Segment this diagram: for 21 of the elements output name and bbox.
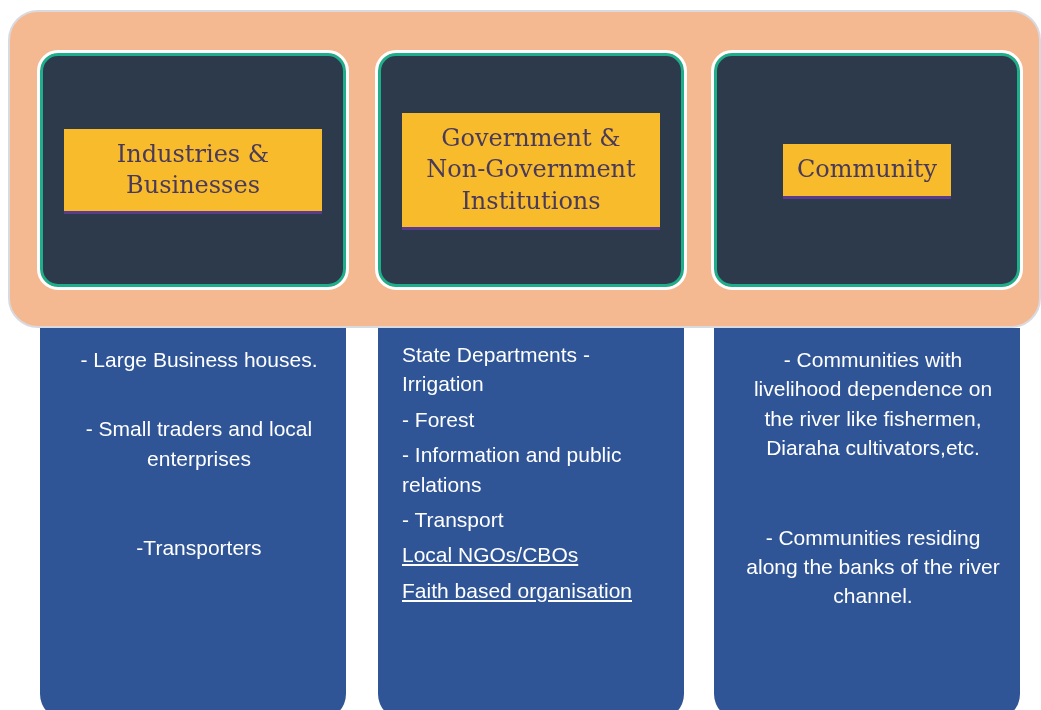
stakeholder-card xyxy=(714,328,1020,710)
title-panel xyxy=(714,53,1020,287)
list-item: - Forest xyxy=(402,406,476,433)
title-panel xyxy=(378,53,684,287)
banner-label: Industries & Businesses xyxy=(64,128,322,212)
list-item: State Departments - Irrigation xyxy=(402,342,591,398)
list-item: - Small traders and local enterprises xyxy=(84,416,314,472)
list-item: -Transporters xyxy=(135,535,263,562)
banner-label: Community xyxy=(782,144,952,196)
stakeholder-card xyxy=(378,328,684,710)
list-item: Local NGOs/CBOs xyxy=(402,542,580,569)
header-band xyxy=(8,10,1041,328)
list-item: - Large Business houses. xyxy=(79,347,319,373)
list-item: Faith based organisation xyxy=(402,577,633,604)
list-item: - Transport xyxy=(402,506,505,533)
list-item: - Communities residing along the banks of the river channel. xyxy=(745,524,1001,610)
stakeholder-card xyxy=(40,328,346,710)
list-item: - Information and public relations xyxy=(402,442,623,498)
title-panel xyxy=(40,53,346,287)
list-item: - Communities with livelihood dependence on the river like fishermen, Diaraha cultivators,etc. xyxy=(752,347,994,462)
banner-label: Government & Non-Government Institutions xyxy=(402,113,660,227)
